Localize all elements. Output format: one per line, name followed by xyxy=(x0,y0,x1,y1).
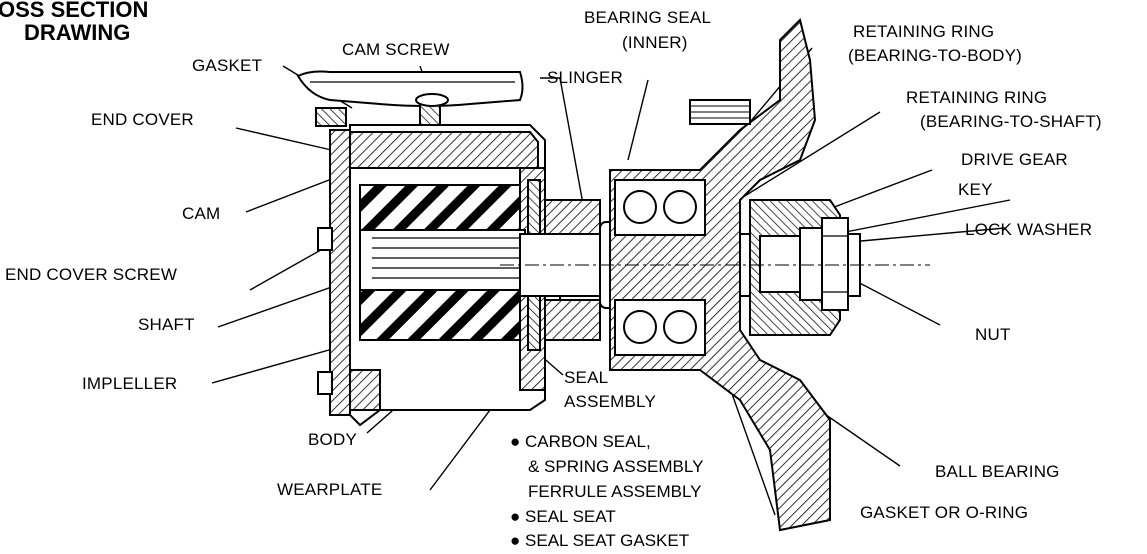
bullet-icon: ● xyxy=(510,432,521,451)
bullet-icon: ● xyxy=(510,507,521,526)
label-impeller: IMPLELLER xyxy=(82,374,178,393)
label-end-cover: END COVER xyxy=(91,110,194,129)
label-drive-gear: DRIVE GEAR xyxy=(961,150,1068,169)
label-retaining-ring-body-1: RETAINING RING xyxy=(853,22,995,41)
label-lock-washer: LOCK WASHER xyxy=(965,220,1093,239)
label-bearing-seal-1: BEARING SEAL xyxy=(584,8,712,27)
label-retaining-ring-shaft-1: RETAINING RING xyxy=(906,88,1048,107)
label-cam-screw: CAM SCREW xyxy=(342,40,450,59)
label-seal-assembly-1: SEAL xyxy=(564,368,609,387)
pump-body xyxy=(296,70,601,427)
label-bearing-seal-2: (INNER) xyxy=(622,33,688,52)
bearing-housing xyxy=(609,18,831,532)
label-ball-bearing: BALL BEARING xyxy=(935,462,1060,481)
label-shaft: SHAFT xyxy=(138,315,195,334)
seal-list-item: ● CARBON SEAL, xyxy=(510,432,651,451)
label-retaining-ring-shaft-2: (BEARING-TO-SHAFT) xyxy=(920,112,1102,131)
bullet-icon: ● xyxy=(510,531,521,550)
label-gasket: GASKET xyxy=(192,56,263,75)
label-key: KEY xyxy=(958,180,993,199)
drive-gear xyxy=(749,199,849,336)
label-cam: CAM xyxy=(182,204,221,223)
seal-list-item: ● SEAL SEAT xyxy=(510,507,616,526)
label-seal-assembly-2: ASSEMBLY xyxy=(564,392,656,411)
label-wearplate: WEARPLATE xyxy=(277,480,383,499)
drawing-title-line2: DRAWING xyxy=(24,20,131,45)
label-body: BODY xyxy=(308,430,357,449)
seal-list-item: ● SEAL SEAT GASKET xyxy=(510,531,690,550)
drawing-title-line1: OSS SECTION xyxy=(0,0,149,22)
label-gasket-or-oring: GASKET OR O-RING xyxy=(860,503,1029,522)
label-nut: NUT xyxy=(975,325,1011,344)
label-slinger: SLINGER xyxy=(547,68,624,87)
seal-list-item: FERRULE ASSEMBLY xyxy=(528,482,702,501)
label-retaining-ring-body-2: (BEARING-TO-BODY) xyxy=(848,46,1023,65)
seal-list-item: & SPRING ASSEMBLY xyxy=(528,457,704,476)
label-end-cover-screw: END COVER SCREW xyxy=(5,265,178,284)
